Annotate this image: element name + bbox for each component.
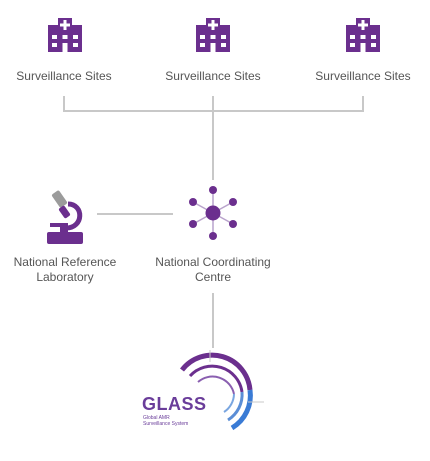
- lab-to-centre-line: [97, 213, 173, 215]
- lab-label-line1: National Reference: [13, 255, 117, 269]
- site-node-1: [47, 17, 83, 53]
- site-mid-drop: [212, 96, 214, 112]
- centre-label-line2: Centre: [194, 270, 232, 284]
- glass-logo: [160, 350, 270, 440]
- glass-subtitle: Global AMR Surveillance System: [143, 415, 188, 427]
- glass-rings-icon: [180, 350, 264, 431]
- glass-subtitle-line1: Global AMR: [143, 415, 170, 421]
- centre-label-line1: National Coordinating: [155, 255, 271, 269]
- hospital-icon: [196, 18, 230, 52]
- site-node-2: [195, 17, 231, 53]
- site-label-3: Surveillance Sites: [315, 69, 411, 83]
- glass-subtitle-line2: Surveillance System: [143, 421, 189, 427]
- lab-label: National Reference Laboratory: [4, 255, 126, 285]
- site-label-1: Surveillance Sites: [16, 69, 112, 83]
- hospital-icon: [346, 18, 380, 52]
- site-node-3: [345, 17, 381, 53]
- glass-title: GLASS: [142, 394, 207, 414]
- centre-label: National Coordinating Centre: [143, 255, 283, 285]
- centre-to-glass-line: [212, 293, 214, 348]
- centre-node: [185, 185, 241, 241]
- lab-label-line2: Laboratory: [36, 270, 94, 284]
- bus-to-centre-line: [212, 110, 214, 180]
- site-label-2: Surveillance Sites: [165, 69, 261, 83]
- lab-node: [44, 190, 88, 246]
- hospital-icon: [48, 18, 82, 52]
- network-hub-icon: [189, 186, 237, 240]
- site-right-drop: [362, 96, 364, 112]
- site-left-drop: [63, 96, 65, 112]
- microscope-icon: [47, 190, 83, 244]
